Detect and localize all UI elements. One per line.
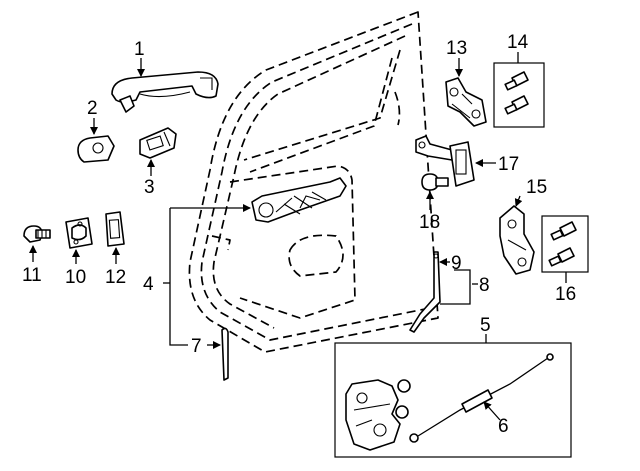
callout-labels: 1 2 3 4 5 6 7 8 9 10 11 12 13 14 15 16 1… [22,32,576,437]
callout-14: 14 [507,32,529,53]
hinge-bolts [504,71,529,115]
callout-4: 4 [143,274,154,295]
check-bolt [421,173,449,191]
callout-7: 7 [191,336,202,357]
door-shell-outline [188,11,439,353]
callout-2: 2 [87,98,98,119]
callout-5: 5 [480,315,491,336]
callout-3: 3 [144,177,155,198]
striker-shim [105,211,125,247]
inside-door-handle [251,177,347,223]
latch-assembly-box [334,342,572,458]
handle-bracket [139,127,177,159]
door-check-link [415,135,475,187]
lower-hinge-bolt-box [541,215,589,273]
callout-11: 11 [22,265,42,286]
callout-13: 13 [446,38,467,59]
lower-hinge-bolts [548,221,577,267]
latch-cable [409,353,554,443]
lower-door-hinge [499,205,535,275]
callout-8: 8 [479,275,490,296]
callout-1: 1 [134,39,145,60]
striker-bolt [23,225,51,243]
callout-17: 17 [498,154,519,175]
callout-12: 12 [105,267,126,288]
callout-15: 15 [526,177,547,198]
leader-lines [29,52,567,421]
lock-rod [409,251,441,333]
callout-10: 10 [65,267,86,288]
callout-18: 18 [419,212,440,233]
callout-16: 16 [555,284,576,305]
inside-lock-rod [221,327,229,381]
callout-9: 9 [451,253,462,274]
outside-door-handle [111,71,219,113]
callout-6: 6 [498,416,509,437]
handle-end-cap [77,135,115,163]
door-latch [345,379,411,451]
door-striker [65,217,93,249]
hinge-bolt-box [493,62,545,128]
upper-door-hinge [445,77,487,127]
